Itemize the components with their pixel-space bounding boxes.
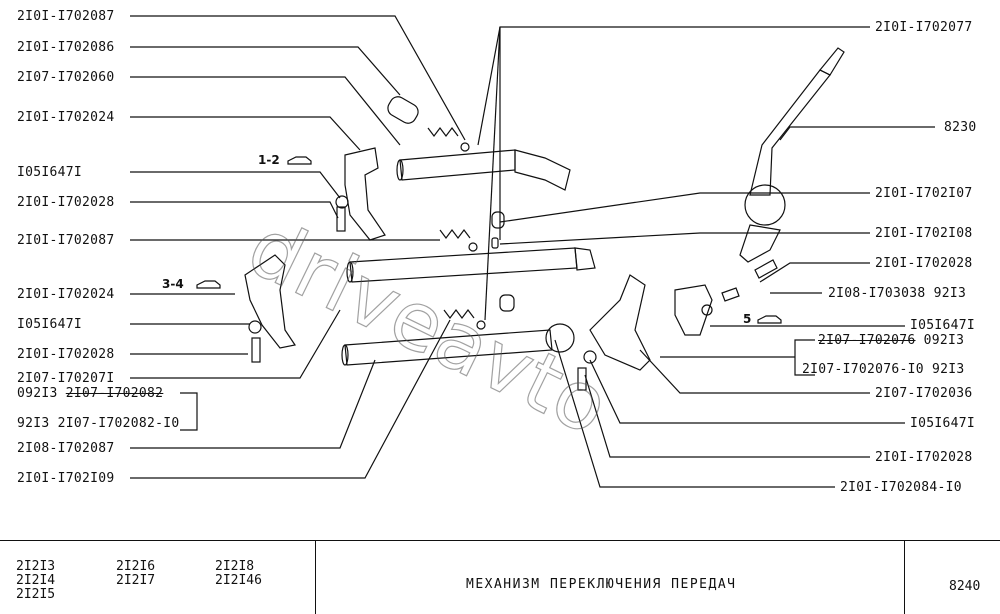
spring (439, 229, 471, 239)
bracket-label-line2: 2I07-I702076-I0 92I3 (802, 362, 965, 377)
superseded-part-number: 2I07-I702082 (65, 386, 164, 401)
part-label: 2I08-I702087 (17, 441, 115, 456)
title-cell: МЕХАНИЗМ ПЕРЕКЛЮЧЕНИЯ ПЕРЕДАЧ (316, 541, 905, 614)
leader-line (130, 76, 401, 146)
leader-line (130, 46, 401, 96)
shift-rod-upper (396, 149, 571, 191)
part-label: 2I07-I70207I (17, 371, 115, 386)
model-code: 2I2I7 (116, 573, 156, 588)
bracket-label-line1: 092I3 2I07-I702082 (17, 386, 163, 401)
model-code: 2I2I8 (215, 559, 255, 574)
exploded-assembly-drawing (130, 15, 935, 488)
part-label: 2I0I-I702I09 (17, 471, 115, 486)
part-label: 2I0I-I702028 (875, 450, 973, 465)
title-block: 2I2I3 2I2I4 2I2I5 2I2I6 2I2I7 2I2I8 2I2I… (0, 540, 1000, 614)
spring (427, 127, 459, 137)
part-label: 2I0I-I702084-I0 (840, 480, 962, 495)
part-label: 2I0I-I702024 (17, 287, 115, 302)
leader-line (130, 116, 361, 151)
leader-line (130, 309, 341, 379)
part-label: I05I647I (17, 165, 83, 180)
shift-lever (739, 47, 845, 263)
shift-rod-lower (341, 323, 575, 366)
part-label: 2I0I-I702024 (17, 110, 115, 125)
leader-line (130, 359, 376, 449)
group-label-3-4: 3-4 (162, 277, 184, 291)
part-label: 2I0I-I702077 (875, 20, 973, 35)
page-title: МЕХАНИЗМ ПЕРЕКЛЮЧЕНИЯ ПЕРЕДАЧ (466, 577, 737, 592)
spring (443, 309, 475, 319)
shift-fork-3-4 (244, 254, 296, 349)
shift-fork-1-2 (344, 147, 386, 241)
page-code: 8240 (949, 579, 981, 594)
leader-line (130, 15, 466, 141)
model-list: 2I2I3 2I2I4 2I2I5 2I2I6 2I2I7 2I2I8 2I2I… (0, 541, 316, 614)
leader-line (130, 319, 451, 479)
bracket-label-line2: 92I3 2I07-I702082-I0 (17, 416, 180, 431)
shift-fork-5 (589, 274, 651, 371)
part-label: 2I0I-I702028 (17, 347, 115, 362)
part-label: 2I0I-I702I08 (875, 226, 973, 241)
bushing (387, 96, 419, 124)
part-label: I05I647I (910, 416, 976, 431)
part-label: 2I0I-I702087 (17, 233, 115, 248)
part-label: 2I0I-I702028 (875, 256, 973, 271)
model-code: 2I2I46 (215, 573, 262, 588)
part-label: 2I07-I702036 (875, 386, 973, 401)
shift-rod-middle (346, 247, 596, 283)
bracket-suffix: 092I3 (923, 333, 965, 348)
page-code-cell: 8240 (905, 541, 1000, 614)
part-label: I05I647I (17, 317, 83, 332)
part-label: 2I0I-I702087 (17, 9, 115, 24)
part-label: 2I0I-I702028 (17, 195, 115, 210)
part-label: 2I0I-I702I07 (875, 186, 973, 201)
group-label-5: 5 (743, 312, 752, 326)
model-code: 2I2I5 (16, 587, 56, 602)
part-label: I05I647I (910, 318, 976, 333)
fork-head-5 (674, 284, 713, 336)
model-code: 2I2I6 (116, 559, 156, 574)
superseded-part-number: 2I07-I702076 (818, 333, 916, 348)
leader-line (130, 201, 339, 219)
bracket-label-line1: 2I07-I702076 092I3 (818, 333, 964, 348)
part-label: 2I0I-I702086 (17, 40, 115, 55)
part-label: 2I07-I702060 (17, 70, 115, 85)
part-label: 8230 (944, 120, 977, 135)
model-code: 2I2I3 (16, 559, 56, 574)
model-code: 2I2I4 (16, 573, 56, 588)
leader-line (130, 171, 341, 199)
group-label-1-2: 1-2 (258, 153, 280, 167)
part-label: 2I08-I703038 92I3 (828, 286, 967, 301)
bracket-prefix: 092I3 (17, 386, 58, 401)
